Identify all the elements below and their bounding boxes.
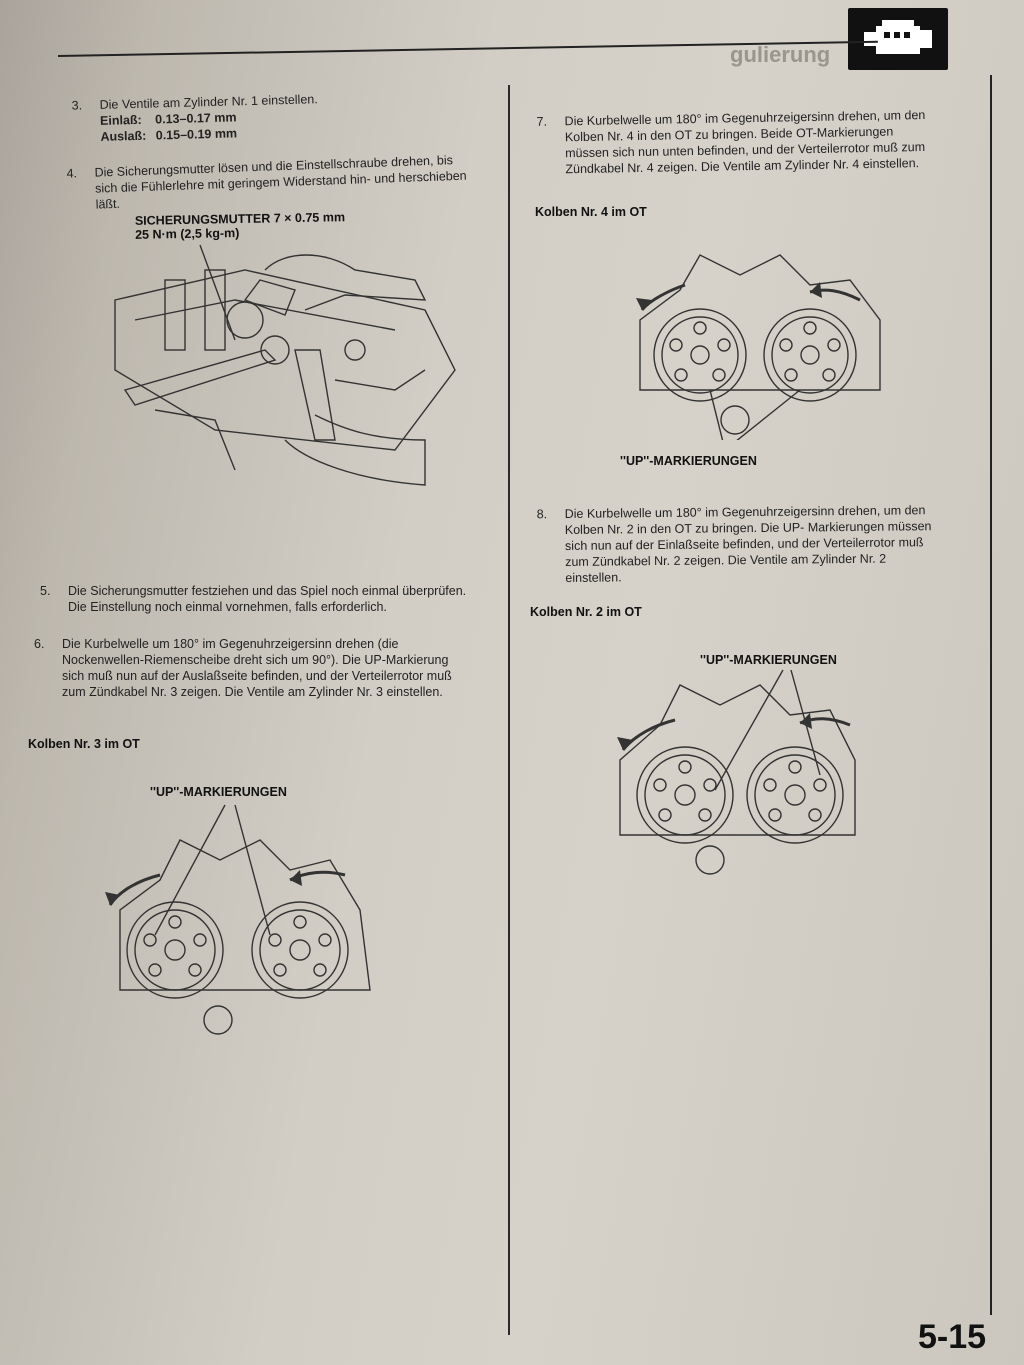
step-text: Die Sicherungsmutter lösen und die Einst… bbox=[94, 153, 467, 212]
camshaft-pulleys-piston2 bbox=[617, 669, 856, 875]
step-number: 6. bbox=[34, 637, 45, 651]
figure-3-title: Kolben Nr. 4 im OT bbox=[535, 205, 647, 219]
figure-4-marks-label: ''UP''-MARKIERUNGEN bbox=[700, 653, 837, 667]
valve-adjustment-illustration bbox=[114, 244, 456, 486]
figure-4-title: Kolben Nr. 2 im OT bbox=[530, 605, 642, 619]
column-divider bbox=[508, 85, 510, 1335]
step-3: 3. Die Ventile am Zylinder Nr. 1 einstel… bbox=[71, 89, 400, 145]
step-text: Die Sicherungsmutter festziehen und das … bbox=[68, 584, 467, 614]
step-number: 7. bbox=[536, 114, 548, 129]
page-number: 5-15 bbox=[918, 1318, 987, 1356]
step-number: 8. bbox=[536, 507, 548, 522]
figure-2-title: Kolben Nr. 3 im OT bbox=[28, 737, 140, 751]
figure-2-marks-label: ''UP''-MARKIERUNGEN bbox=[150, 785, 287, 799]
step-text: Die Kurbelwelle um 180° im Gegenuhrzeige… bbox=[564, 503, 932, 585]
step-4: 4. Die Sicherungsmutter lösen und die Ei… bbox=[66, 151, 475, 212]
step-number: 3. bbox=[71, 98, 83, 113]
camshaft-pulleys-piston4 bbox=[636, 254, 881, 440]
step-text: Die Kurbelwelle um 180° im Gegenuhrzeige… bbox=[62, 637, 452, 699]
step-number: 5. bbox=[40, 584, 51, 598]
step-8: 8. Die Kurbelwelle um 180° im Gegenuhrze… bbox=[537, 502, 946, 586]
step-text: Die Kurbelwelle um 180° im Gegenuhrzeige… bbox=[564, 107, 926, 177]
page-border-right bbox=[990, 75, 992, 1315]
step-6: 6. Die Kurbelwelle um 180° im Gegenuhrze… bbox=[34, 636, 468, 700]
einlass-value: 0.13–0.17 mm bbox=[155, 110, 237, 127]
engine-icon bbox=[848, 8, 948, 70]
figure-3-marks-label: ''UP''-MARKIERUNGEN bbox=[620, 454, 757, 468]
auslass-value: 0.15–0.19 mm bbox=[155, 126, 238, 143]
auslass-label: Auslaß: bbox=[100, 128, 147, 144]
einlass-label: Einlaß: bbox=[99, 112, 142, 128]
step-5: 5. Die Sicherungsmutter festziehen und d… bbox=[40, 583, 468, 615]
figure-1-label: SICHERUNGSMUTTER 7 × 0.75 mm 25 N·m (2,5… bbox=[135, 210, 346, 242]
step-7: 7. Die Kurbelwelle um 180° im Gegenuhrze… bbox=[536, 107, 940, 178]
section-title-faint: gulierung bbox=[730, 42, 831, 67]
step-number: 4. bbox=[66, 166, 78, 181]
camshaft-pulleys-piston3 bbox=[105, 804, 371, 1035]
